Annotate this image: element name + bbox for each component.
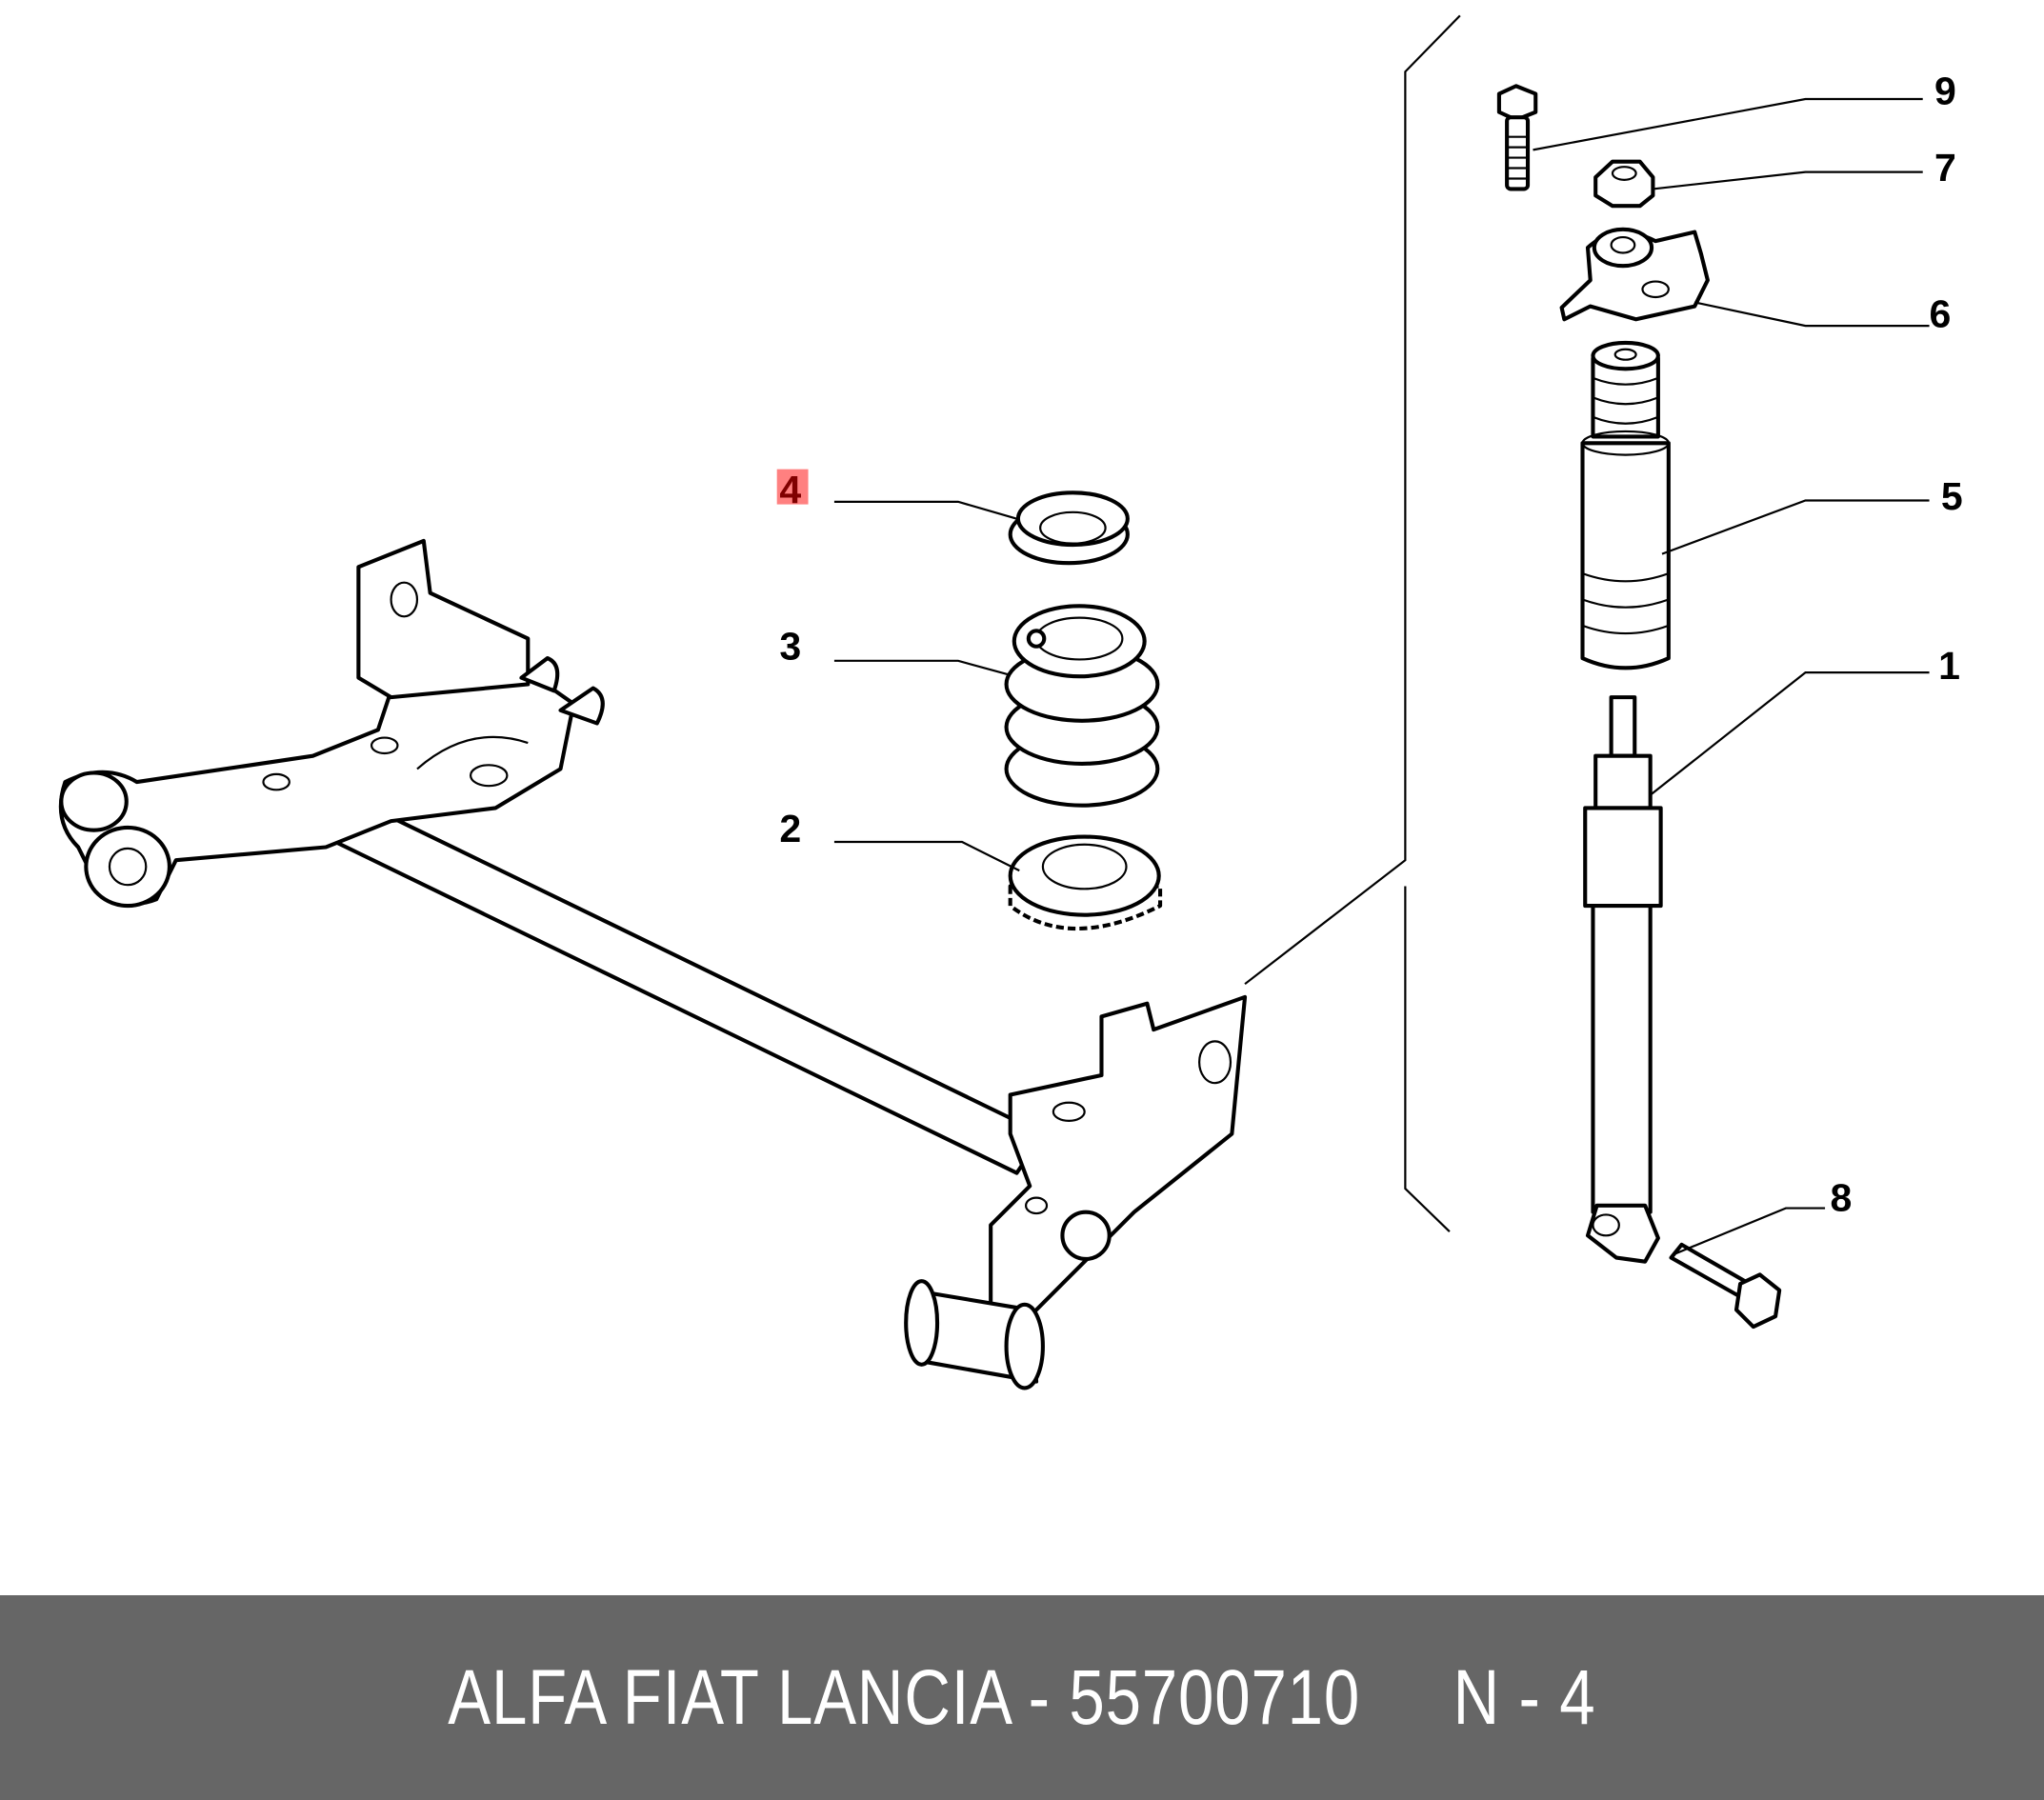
part-1-shock-absorber xyxy=(1583,695,1663,1264)
part-number-caption: ALFA FIAT LANCIA - 55700710 N - 4 xyxy=(448,1653,1596,1741)
callout-8[interactable]: 8 xyxy=(1831,1175,1853,1219)
callout-6[interactable]: 6 xyxy=(1930,291,1952,335)
callout-4-highlight xyxy=(776,469,809,505)
part-9-bolt xyxy=(1496,84,1538,191)
rear-axle-beam xyxy=(58,538,1248,1390)
part-3-coil-spring xyxy=(1004,604,1160,808)
callout-3[interactable]: 3 xyxy=(779,624,801,668)
callout-7[interactable]: 7 xyxy=(1934,146,1956,190)
leader-lines xyxy=(833,97,1930,1255)
part-4-upper-spring-seat xyxy=(1008,490,1130,566)
callout-2[interactable]: 2 xyxy=(779,807,801,850)
part-8-bolt xyxy=(1669,1242,1782,1330)
footer-bar: ALFA FIAT LANCIA - 55700710 N - 4 xyxy=(0,1595,2044,1800)
callout-4[interactable]: 4 xyxy=(779,468,801,511)
group-bracket-line xyxy=(1244,14,1461,1232)
part-5-dust-cover xyxy=(1580,340,1671,670)
part-2-lower-spring-seat xyxy=(1008,834,1163,931)
part-6-upper-mount xyxy=(1559,227,1710,322)
parts-diagram: 9 7 6 5 1 8 4 3 2 xyxy=(58,14,1963,1390)
part-7-nut xyxy=(1593,159,1655,209)
callout-9[interactable]: 9 xyxy=(1934,69,1956,112)
callout-1[interactable]: 1 xyxy=(1938,644,1960,688)
callout-5[interactable]: 5 xyxy=(1941,474,1963,518)
